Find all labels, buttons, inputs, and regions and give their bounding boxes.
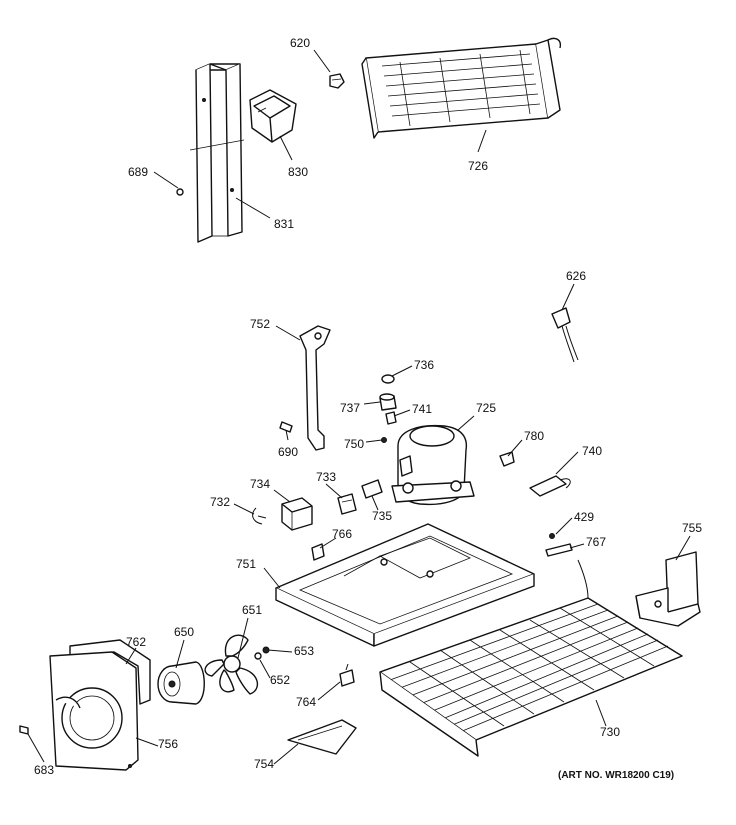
label-690: 690	[278, 445, 298, 459]
label-626: 626	[566, 269, 586, 283]
part-726-condenser	[361, 37, 562, 139]
part-429-screw	[549, 533, 555, 539]
part-689-screw	[176, 188, 184, 196]
label-652: 652	[270, 673, 290, 687]
part-626-harness	[551, 307, 579, 363]
part-830-control	[249, 89, 297, 143]
part-690-screw	[279, 421, 293, 433]
label-830: 830	[288, 165, 308, 179]
part-736-fitting	[381, 374, 395, 384]
part-labels: 620 726 830 689 831 626 752 736 737 741 …	[34, 36, 702, 781]
label-755: 755	[682, 521, 702, 535]
label-683: 683	[34, 763, 54, 777]
label-726: 726	[468, 159, 488, 173]
part-754-trough	[287, 719, 357, 755]
label-762: 762	[126, 635, 146, 649]
label-689: 689	[128, 165, 148, 179]
part-764-clip	[339, 663, 355, 687]
label-831: 831	[274, 217, 294, 231]
part-733-relay	[337, 493, 357, 515]
label-735: 735	[372, 509, 392, 523]
label-651: 651	[242, 603, 262, 617]
label-751: 751	[236, 557, 256, 571]
label-620: 620	[290, 36, 310, 50]
leader-lines	[27, 49, 691, 765]
part-730-coil	[379, 559, 683, 757]
label-766: 766	[332, 527, 352, 541]
part-740-connector	[529, 475, 571, 497]
label-725: 725	[476, 401, 496, 415]
label-767: 767	[586, 535, 606, 549]
label-741: 741	[412, 402, 432, 416]
label-653: 653	[294, 644, 314, 658]
part-737-grommet	[379, 393, 397, 411]
part-755-block	[635, 551, 701, 627]
label-429: 429	[574, 510, 594, 524]
part-734-overload	[281, 497, 313, 531]
label-764: 764	[296, 695, 316, 709]
label-754: 754	[254, 757, 274, 771]
part-725-compressor	[391, 424, 475, 506]
label-732: 732	[210, 495, 230, 509]
part-831-channel	[189, 63, 245, 243]
part-620-cap	[329, 73, 345, 89]
part-735-bracket	[361, 479, 383, 499]
part-780-clip	[499, 451, 515, 467]
label-752: 752	[250, 317, 270, 331]
label-780: 780	[524, 429, 544, 443]
part-683-screw	[19, 725, 29, 735]
label-737: 737	[340, 401, 360, 415]
part-751-base-pan	[275, 523, 535, 647]
part-750-screw	[381, 437, 387, 443]
label-733: 733	[316, 470, 336, 484]
part-766-clip	[311, 543, 325, 561]
art-number: (ART NO. WR18200 C19)	[558, 770, 674, 781]
part-732-clip	[252, 507, 267, 525]
label-736: 736	[414, 358, 434, 372]
label-650: 650	[174, 625, 194, 639]
label-750: 750	[344, 437, 364, 451]
label-740: 740	[582, 444, 602, 458]
part-652-washer	[254, 652, 262, 660]
label-734: 734	[250, 477, 270, 491]
part-752-bracket	[299, 325, 331, 451]
label-730: 730	[600, 725, 620, 739]
part-650-motor	[157, 661, 205, 705]
part-651-fan-blade	[204, 634, 259, 695]
part-767-bracket	[545, 543, 573, 557]
label-756: 756	[158, 737, 178, 751]
part-741-fitting	[385, 411, 397, 425]
part-756-fan-housing	[49, 651, 139, 771]
